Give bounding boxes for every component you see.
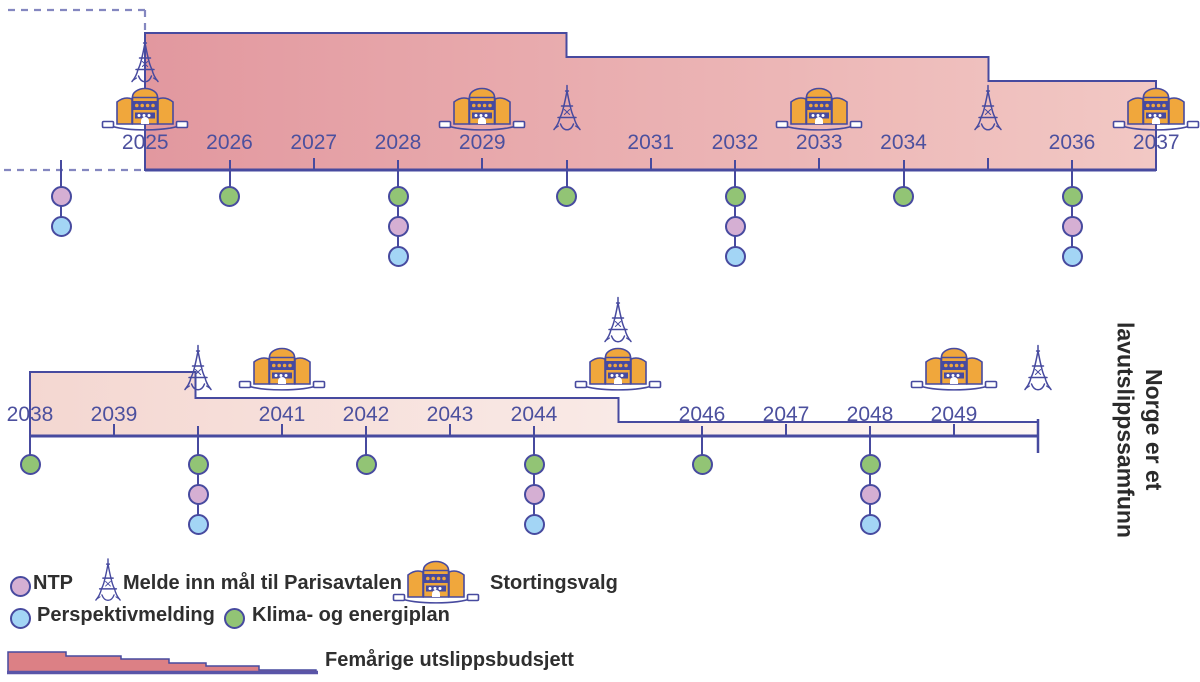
budget-steps-2025-2037	[144, 32, 1157, 171]
pre-2025-dashed-outline	[8, 8, 147, 32]
legend-budget-steps-icon	[7, 651, 317, 673]
budget-steps-2038-2050	[29, 371, 1039, 437]
